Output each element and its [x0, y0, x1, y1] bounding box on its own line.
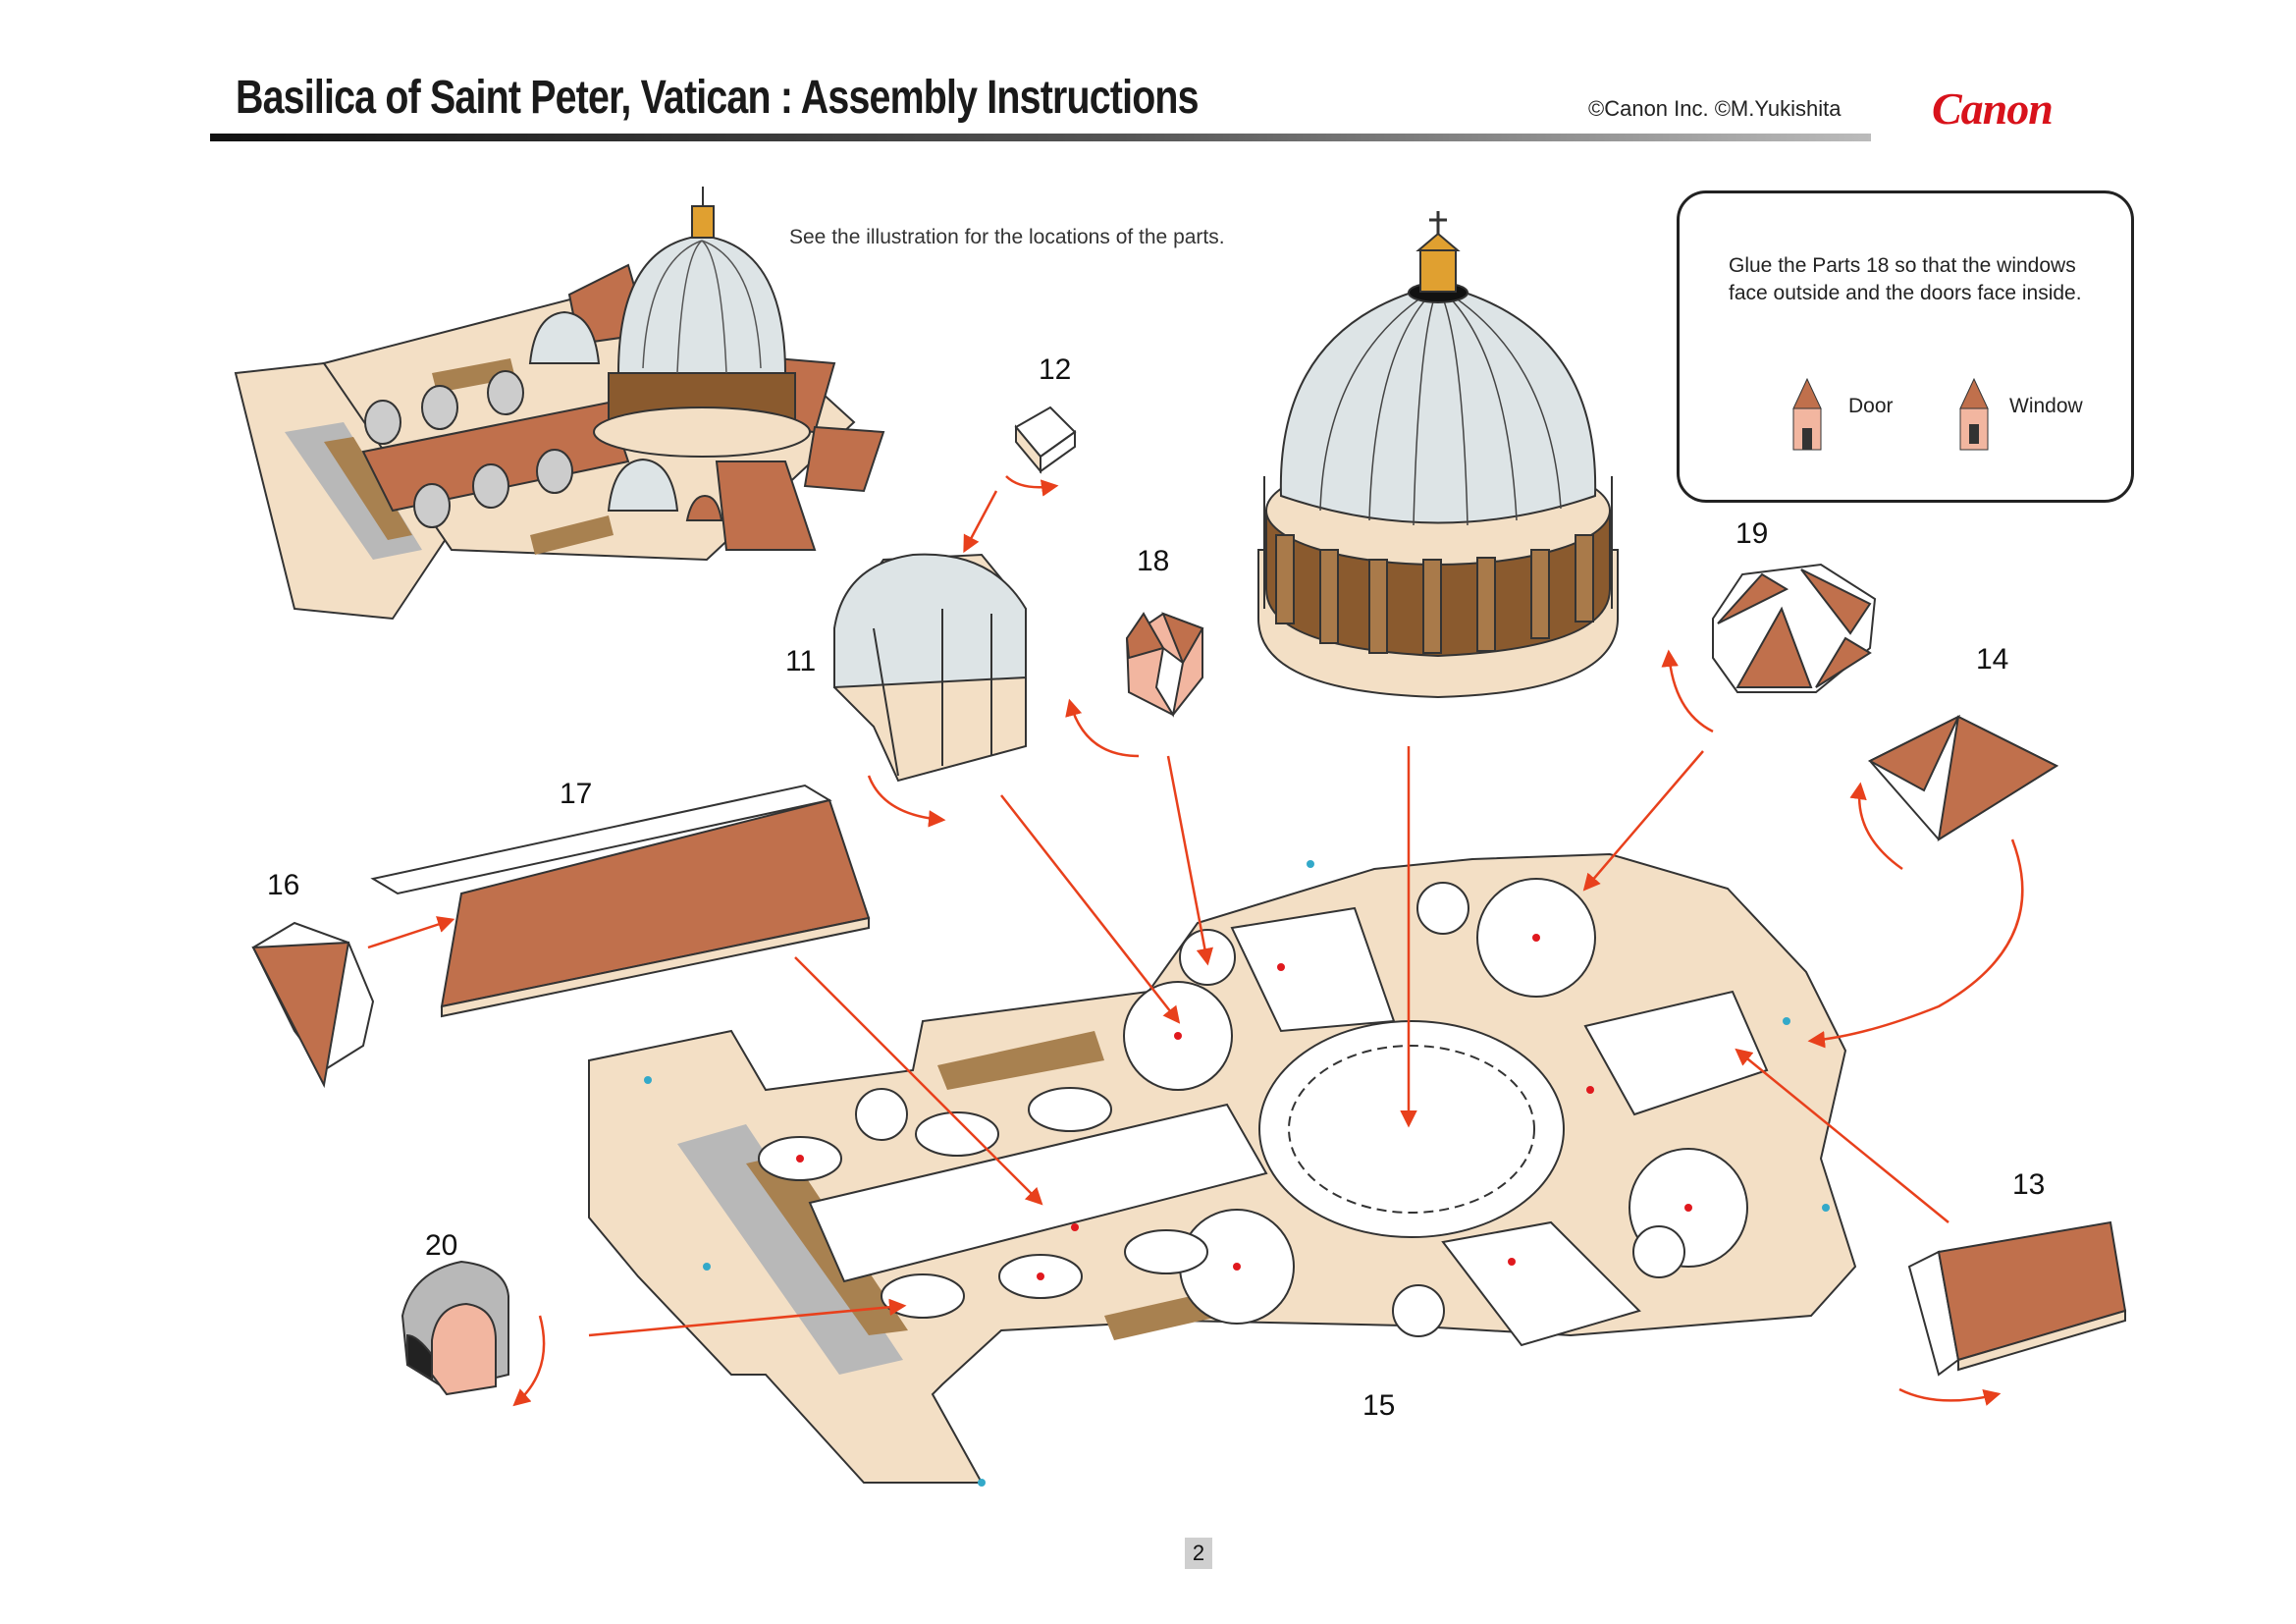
part-label-17: 17 [560, 778, 593, 810]
window-tower-icon [1959, 377, 1989, 451]
part-12-lantern-piece [1014, 406, 1077, 474]
title-underline [210, 134, 1871, 141]
parts-location-note: See the illustration for the locations o… [789, 226, 1225, 248]
part-label-16: 16 [267, 869, 300, 901]
main-dome-assembly [1257, 211, 1619, 699]
completed-model-illustration [234, 187, 885, 621]
part-17-nave-roof [370, 784, 871, 1018]
instruction-line-1: Glue the Parts 18 so that the windows [1729, 254, 2076, 277]
door-tower-icon [1792, 377, 1822, 451]
part-label-11: 11 [785, 645, 817, 677]
part-14-pyramid-roof [1867, 714, 2059, 842]
part-20-arch [400, 1260, 509, 1396]
part-label-12: 12 [1039, 353, 1072, 386]
canon-logo: Canon [1932, 83, 2054, 134]
part-18-tower [1125, 612, 1204, 718]
page-number: 2 [1185, 1538, 1212, 1569]
part-label-20: 20 [425, 1229, 458, 1262]
copyright-text: ©Canon Inc. ©M.Yukishita [1588, 96, 1842, 121]
part-label-18: 18 [1137, 545, 1170, 577]
part-label-19: 19 [1735, 517, 1769, 550]
part-label-15: 15 [1362, 1389, 1396, 1422]
part-label-14: 14 [1976, 643, 2009, 676]
part-label-13: 13 [2012, 1168, 2046, 1201]
glue-instruction-box: Glue the Parts 18 so that the windows fa… [1677, 190, 2134, 503]
part-19-octagonal-roof [1712, 563, 1877, 693]
instruction-line-2: face outside and the doors face inside. [1729, 282, 2082, 304]
assembly-arrows [367, 475, 2024, 1407]
part-13-roof-panel [1907, 1220, 2127, 1377]
part-16-gable [251, 921, 375, 1089]
legend-door-label: Door [1848, 395, 1894, 417]
part-15-base-sheet [588, 852, 1857, 1487]
page-title: Basilica of Saint Peter, Vatican : Assem… [236, 72, 1200, 124]
legend-window-label: Window [2009, 395, 2083, 417]
part-11-small-dome [833, 553, 1027, 783]
